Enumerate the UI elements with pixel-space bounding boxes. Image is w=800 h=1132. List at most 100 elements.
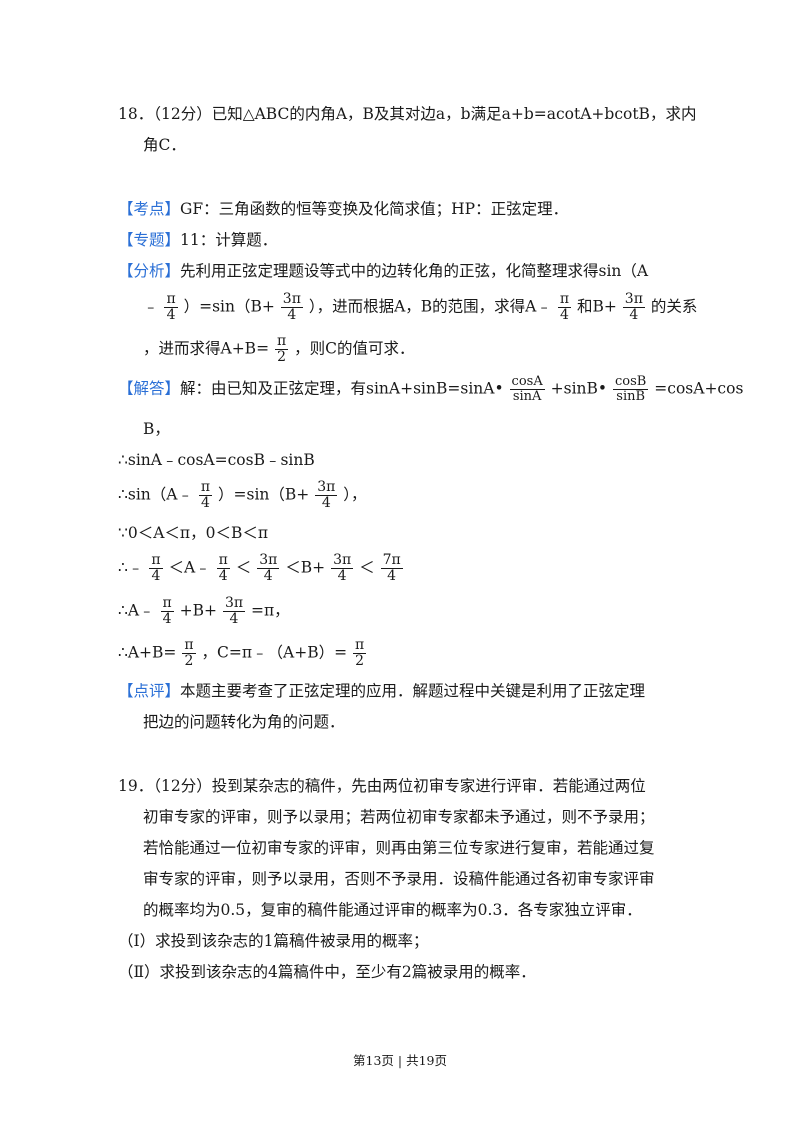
jieda-text: ）=sin（B+ [218,485,310,504]
jieda-line5: ∵0＜A＜π，0＜B＜π [118,524,269,542]
numerator: π [216,552,230,569]
jieda-text: ＜ [359,558,375,577]
numerator: cosB [613,374,649,390]
zhuanti-text: 11：计算题． [180,231,278,249]
dianping-line1: 【点评】本题主要考查了正弦定理的应用．解题过程中关键是利用了正弦定理 [118,680,645,702]
numerator: 3π [315,479,338,496]
denominator: 4 [559,307,569,323]
denominator: 4 [321,495,331,511]
jieda-text: 解：由已知及正弦定理，有sinA+sinB=sinA• [180,379,504,398]
numerator: π [198,479,213,496]
numerator: π [160,595,174,612]
numerator: π [182,637,196,654]
q18-line1: 18．（12分）已知△ABC的内角A，B及其对边a，b满足a+b=acotA+b… [118,105,697,123]
jieda-text: ∴sin（A﹣ [118,485,193,504]
fenxi-text: 的关系 [650,297,698,316]
q19-line2: 初审专家的评审，则予以录用；若两位初审专家都未予通过，则不予录用； [143,808,655,826]
denominator: 4 [218,568,228,584]
jieda-text: =cosA+cos [654,379,744,398]
numerator: π [557,291,572,308]
jieda-text: +B+ [179,601,218,620]
denominator: 4 [166,307,176,323]
jieda-text: ∴A+B= [118,643,177,662]
denominator: 2 [184,653,194,669]
numerator: 3π [622,291,645,308]
fenxi-text1: 先利用正弦定理题设等式中的边转化角的正弦，化简整理求得sin（A [180,262,649,280]
fenxi-text: ），进而根据A，B的范围，求得A﹣ [308,297,552,316]
dianping-line2: 把边的问题转化为角的问题． [143,713,345,731]
dianping-tag: 【点评】 [118,682,181,700]
fenxi-text: ）=sin（B+ [183,297,275,316]
jieda-text: =π， [251,601,290,620]
numerator: π [149,552,163,569]
q19-part2: （Ⅱ）求投到该杂志的4篇稿件中，至少有2篇被录用的概率． [118,963,536,981]
denominator: 4 [162,611,172,627]
numerator: 3π [257,552,280,569]
numerator: π [275,333,289,350]
jieda-text: ，C=π﹣（A+B）= [201,643,348,662]
jieda-text: +sinB• [550,379,608,398]
zhuanti-tag: 【专题】 [118,231,181,249]
denominator: sinB [616,389,646,404]
numerator: 3π [280,291,303,308]
kaodian-tag: 【考点】 [118,200,181,218]
jieda-text: ＜B+ [285,558,326,577]
denominator: 4 [629,307,639,323]
numerator: π [353,637,367,654]
denominator: 2 [355,653,365,669]
jieda-text: ＜ [235,558,252,577]
fenxi-text: ，则C的值可求． [294,339,415,358]
jieda-text: ）， [343,485,367,504]
q19-line4: 审专家的评审，则予以录用，否则不予录用．设稿件能通过各初审专家评审 [143,870,655,888]
numerator: 3π [222,595,246,612]
denominator: 4 [337,568,347,584]
fenxi-tag: 【分析】 [118,262,181,280]
denominator: 2 [277,349,287,365]
page-footer: 第13页 | 共19页 [353,1053,447,1068]
fenxi-text: 和B+ [576,297,617,316]
q19-line1: 19．（12分）投到某杂志的稿件，先由两位初审专家进行评审．若能通过两位 [118,777,646,795]
kaodian-line: 【考点】GF：三角函数的恒等变换及化简求值；HP：正弦定理． [118,198,568,220]
denominator: 4 [287,307,297,323]
numerator: 3π [331,552,354,569]
denominator: 4 [229,611,239,627]
jieda-line3: ∴sinA﹣cosA=cosB﹣sinB [118,451,315,469]
denominator: 4 [387,568,397,584]
jieda-text: ∴﹣ [118,558,144,577]
fenxi-line1: 【分析】先利用正弦定理题设等式中的边转化角的正弦，化简整理求得sin（A [118,260,648,282]
jieda-tag: 【解答】 [118,379,181,398]
q19-line5: 的概率均为0.5，复审的稿件能通过评审的概率为0.3．各专家独立评审． [143,901,642,919]
numerator: π [164,291,178,308]
q18-line2: 角C． [143,136,186,154]
jieda-line2: B， [143,420,170,438]
fenxi-text: ，进而求得A+B= [143,339,270,358]
denominator: 4 [151,568,161,584]
q19-part1: （Ⅰ）求投到该杂志的1篇稿件被录用的概率； [118,932,429,950]
numerator: 7π [380,552,403,569]
q19-line3: 若恰能通过一位初审专家的评审，则再由第三位专家进行复审，若能通过复 [143,839,655,857]
jieda-text: ＜A﹣ [168,558,211,577]
zhuanti-line: 【专题】11：计算题． [118,229,277,251]
fenxi-text: ﹣ [143,297,159,316]
